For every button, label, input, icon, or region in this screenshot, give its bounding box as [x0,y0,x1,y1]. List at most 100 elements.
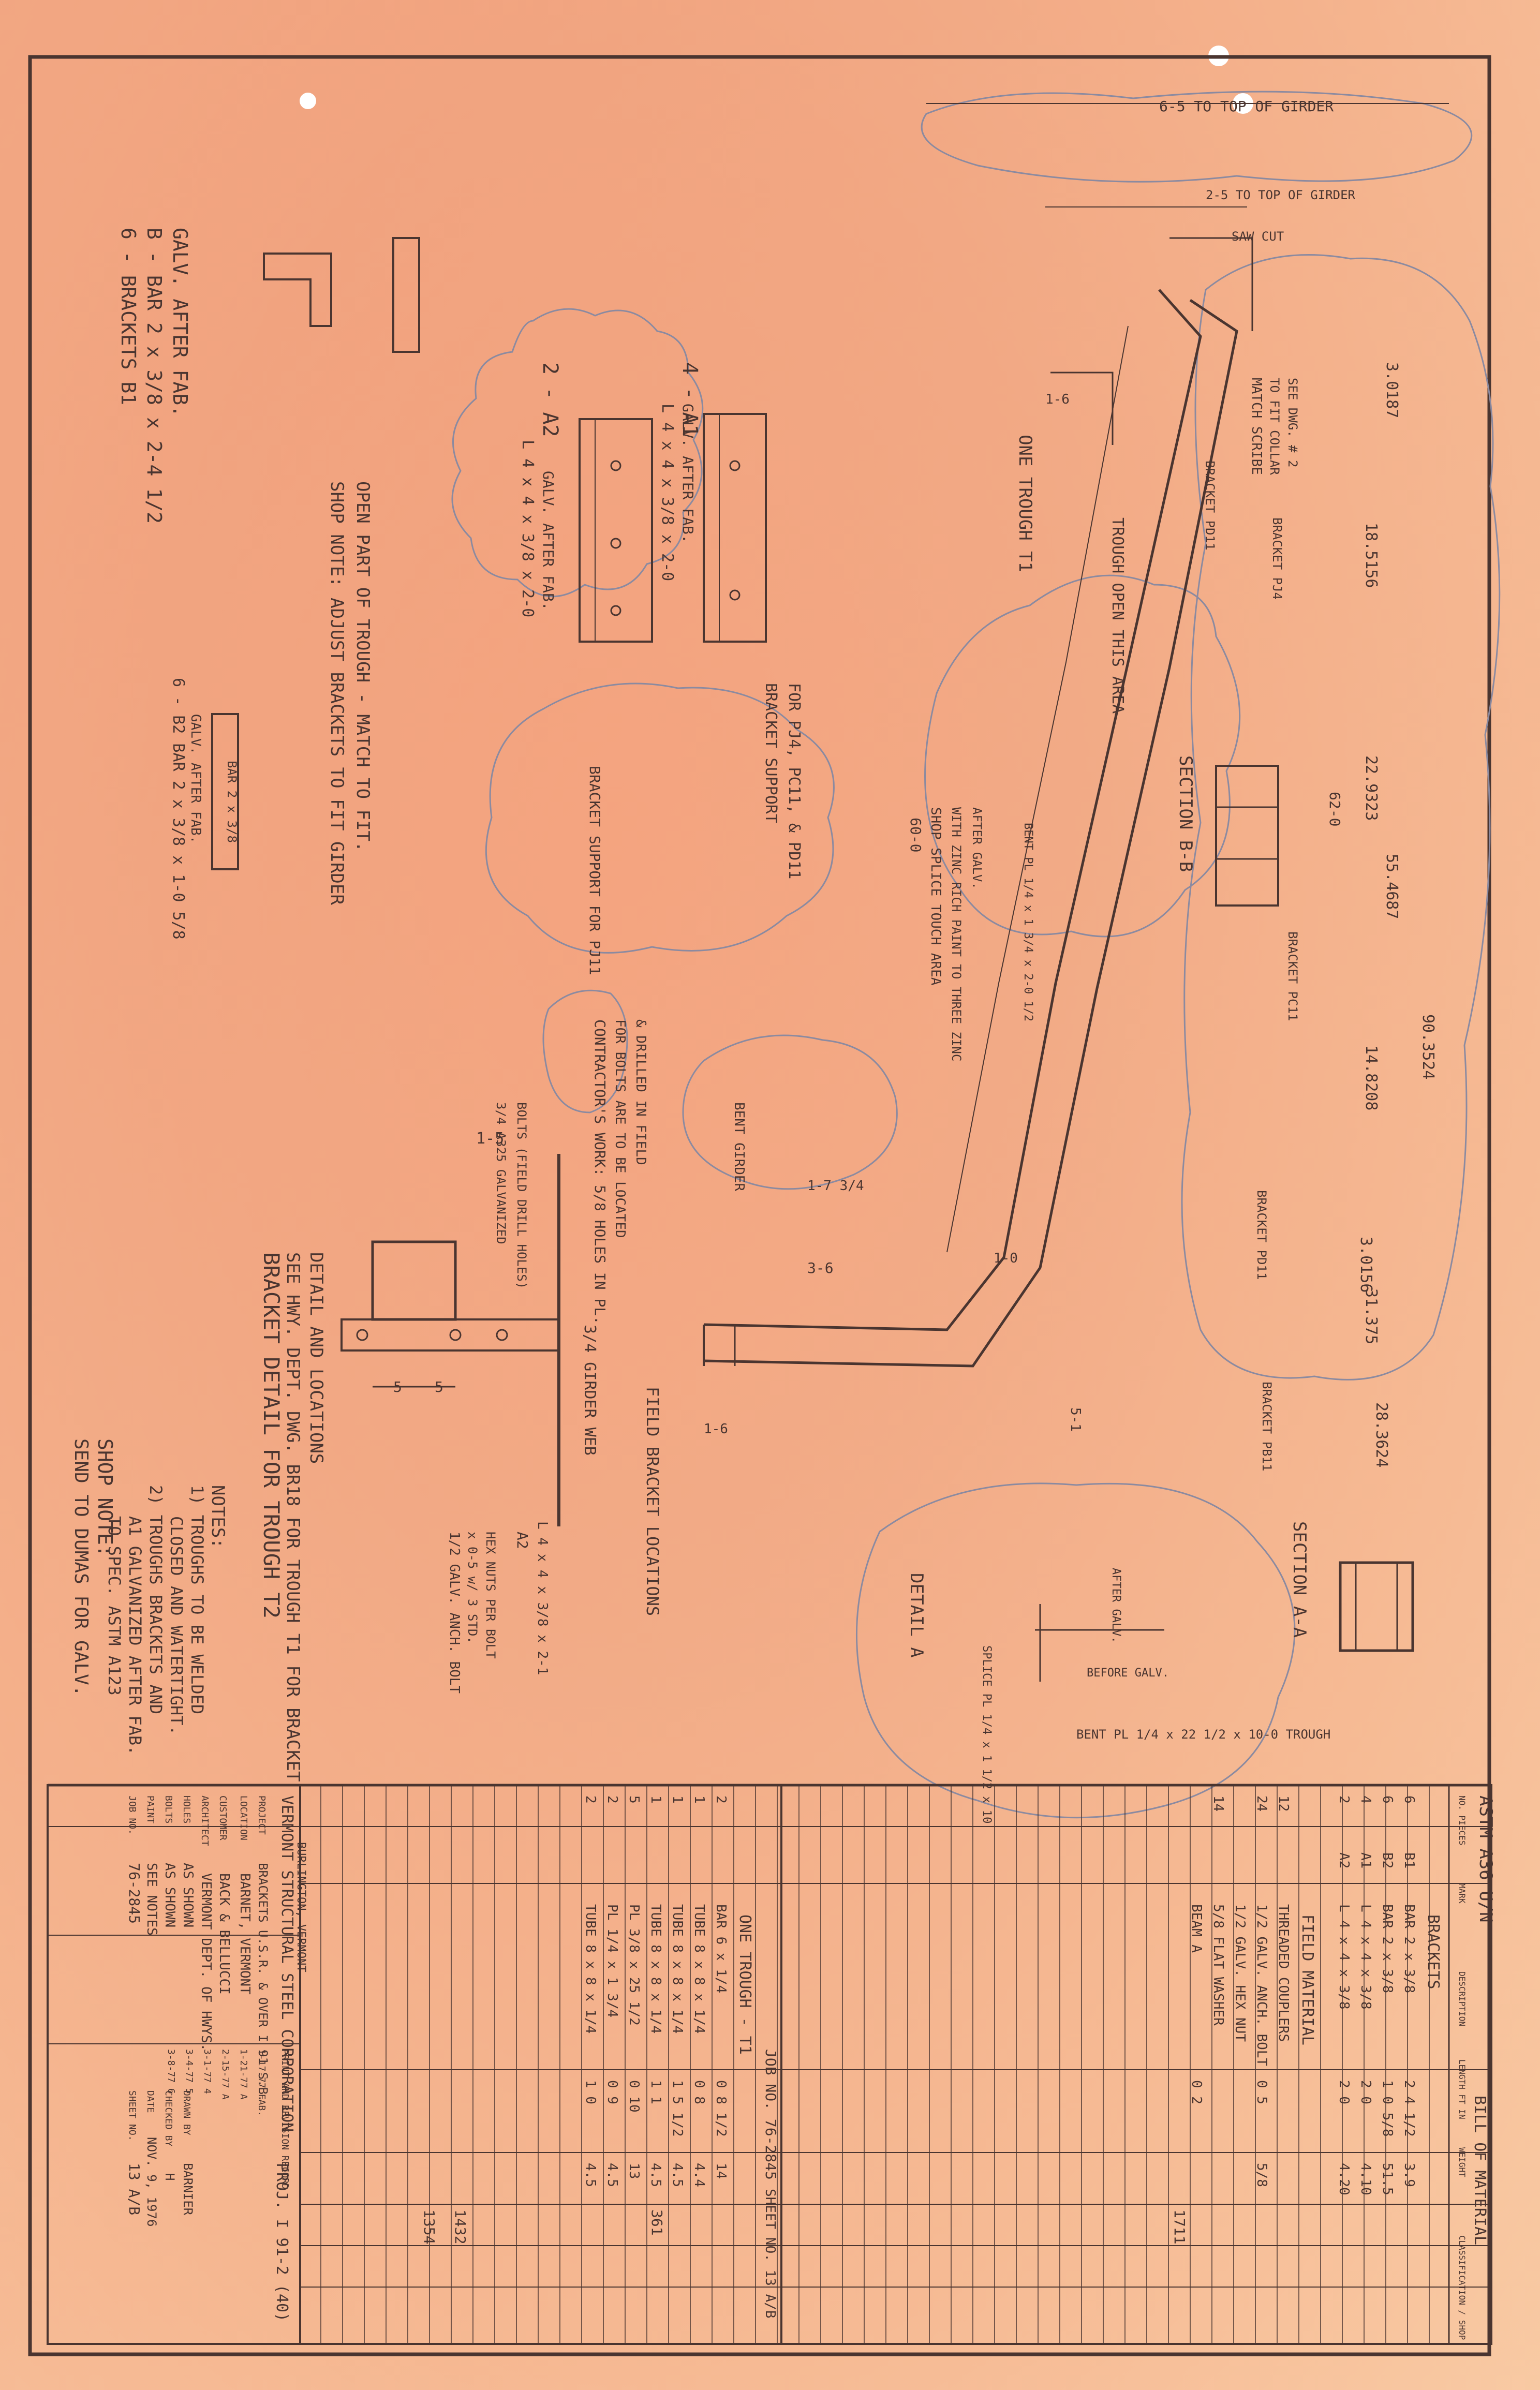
tb-checked: H [162,2173,177,2180]
dim-15: 1-0 [994,1251,1018,1266]
trough-elevation [703,103,1449,1368]
a2-label: 2 - A2 [538,362,562,437]
section-a-a [1339,1561,1414,1652]
tb-job-label: JOB NO. [127,1795,138,1835]
bom-cell-0-3-0: 2 [1336,1795,1352,1804]
bom-cell-0-3-3: 2 0 [1336,2080,1352,2104]
tb-revision-header: PRINT AND REVISION RECORD [279,2049,290,2189]
a2-galv: GALV. AFTER FAB. [540,471,557,611]
bom-cell-0-0-3: 2 4 1/2 [1401,2080,1417,2137]
dim-2: 18.5156 [1362,523,1380,588]
tb-architect-label: ARCHITECT [199,1795,210,1846]
bom-cell-0-1-2: BAR 2 x 3/8 [1380,1904,1395,1993]
see-hwy-dept-2: DETAIL AND LOCATIONS [306,1252,327,1464]
bent-pl: BENT PL 1/4 x 1 3/4 x 2-0 1/2 [1021,823,1034,1021]
tb-location: BARNET, VERMONT [237,1873,253,1995]
bom-sheet: SHEET NO. 13 A/B [762,2189,778,2318]
a1-galv: GALV. AFTER FAB. [679,404,697,543]
saw-cut: SAW CUT [1232,229,1284,244]
tb-revision-0: 1-17-77 FAB. [256,2049,267,2116]
tb-city: BURLINGTON, VERMONT [294,1842,307,1972]
bom-cell-2-4-3: 0 10 [626,2080,642,2113]
contractors-work-3: & DRILLED IN FIELD [633,1019,648,1165]
bom-cell-2-0-2: BAR 6 x 1/4 [713,1904,729,1993]
brackets-b2-label: B - BAR 2 x 3/8 x 2-4 1/2 [143,228,166,524]
bom-cell-0-0-2: BAR 2 x 3/8 [1401,1904,1417,1993]
dim-4: 55.4687 [1383,854,1401,919]
field-bracket-locations: FIELD BRACKET LOCATIONS [643,1387,662,1616]
dim-13: 3-6 [807,1259,834,1276]
note-2c: TO SPEC. ASTM A123 [105,1516,124,1696]
bom-cell-0-1-1: B2 [1380,1852,1395,1868]
bom-total-3: 1354 [421,2209,438,2244]
bom-cell-2-3-2: TUBE 8 x 8 x 1/4 [648,1904,663,2033]
bom-title: BILL OF MATERIAL [1471,2096,1489,2245]
tb-proj: PROJ. I 91-2 (40) [273,2163,291,2322]
tb-project-label: PROJECT [256,1795,267,1835]
tb-architect: VERMONT DEPT. OF HWYS. [198,1873,214,2051]
a1-desc: L 4 x 4 x 3/8 x 2-0 [658,404,676,581]
bom-cell-0-2-4: 4.10 [1358,2163,1373,2195]
bom-cell-0-3-2: L 4 x 4 x 3/8 [1336,1904,1352,2010]
bom-cell-0-1-0: 6 [1380,1795,1395,1804]
tb-bolts: AS SHOWN [162,1863,177,1927]
bom-cell-2-4-4: 13 [626,2163,642,2179]
revision-cloud-a2 [451,308,704,598]
tb-revision-4: 3-4-77 5 [184,2049,195,2094]
dim-10: 62-0 [1326,792,1343,826]
shop-note: SHOP NOTE: [94,1438,116,1557]
bom-column-header-3: LENGTH FT IN [1457,2059,1467,2119]
bom-column-header-0: NO. PIECES [1457,1795,1467,1845]
bom-total-1: 361 [648,2209,665,2236]
angle-a2-detail [579,418,653,643]
tb-location-label: LOCATION [238,1795,249,1840]
dim-20: 5 [435,1378,443,1396]
splice-label: SPLICE PL 1/4 x 1 1/2 x 10 [980,1645,993,1823]
bom-cell-2-6-2: TUBE 8 x 8 x 1/4 [583,1904,598,2033]
angle-a1-detail [703,413,767,643]
revision-cloud-a1 [542,989,628,1114]
shop-note-brackets: SHOP NOTE: ADJUST BRACKETS TO FIT GIRDER [327,481,347,905]
tb-paint-label: PAINT [145,1795,156,1823]
bom-cell-1-0-0: 12 [1276,1795,1291,1812]
tb-customer: BACK & BELLUCCI [216,1873,232,1995]
bent-girder-label: BENT GIRDER [731,1102,747,1192]
match-scribe-3: SEE DWG. # 2 [1285,378,1300,467]
bom-cell-1-3-2: 5/8 FLAT WASHER [1210,1904,1226,2026]
bom-cell-0-0-1: B1 [1401,1852,1417,1868]
tb-drawn: BARNIER [181,2163,195,2216]
bom-cell-0-3-4: 4.20 [1336,2163,1352,2195]
bom-cell-0-2-1: A1 [1358,1852,1373,1868]
section-b-b-label: SECTION B-B [1175,755,1196,872]
trough-open-label: TROUGH OPEN THIS AREA [1108,517,1127,714]
bom-cell-2-3-4: 4.5 [648,2163,663,2187]
bom-cell-2-5-0: 2 [604,1795,620,1804]
dim-7: 31.375 [1362,1288,1380,1344]
revision-cloud-detail-a [855,1482,1296,1819]
bom-cell-2-5-2: PL 1/4 x 1 3/4 [604,1904,620,2017]
dim-9: 90.3524 [1419,1014,1437,1079]
bracket-pj4: BRACKET PJ4 [1270,517,1284,600]
bracket-b1-detail [263,237,420,353]
bracket-pd11: BRACKET PD11 [1203,461,1217,550]
b2-bar-label: 6 - B2 BAR 2 x 3/8 x 1-0 5/8 [169,678,187,940]
tb-customer-label: CUSTOMER [217,1795,228,1840]
bom-cell-0-0-4: 3.9 [1401,2163,1417,2187]
brackets-b1-label: 6 - BRACKETS B1 [117,228,140,405]
bom-cell-0-3-1: A2 [1336,1852,1352,1868]
a1-label: 4 - A1 [678,362,702,437]
note-1: 1) TROUGHS TO BE WELDED [187,1485,207,1714]
tb-sheet: 13 A/B [126,2163,143,2215]
bom-cell-1-1-3: 0 5 [1254,2080,1269,2104]
dim-6: 3.0156 [1357,1237,1375,1293]
bom-cell-2-2-3: 1 5 1/2 [670,2080,685,2137]
bom-astm: ASTM A36 U/N [1475,1795,1496,1923]
tb-job: 76-2845 [126,1863,143,1924]
b2-galv-label: GALV. AFTER FAB. [188,714,203,843]
bracket-support-pj11: BRACKET SUPPORT FOR PJ11 [586,766,603,975]
top-of-girder-1: 6-5 TO TOP OF GIRDER [1159,98,1334,115]
bom-cell-0-2-2: L 4 x 4 x 3/8 [1358,1904,1373,2010]
bracket-support: BRACKET SUPPORT [762,683,780,823]
bom-cell-2-6-4: 4.5 [583,2163,598,2187]
bom-cell-1-4-2: BEAM A [1189,1904,1204,1953]
